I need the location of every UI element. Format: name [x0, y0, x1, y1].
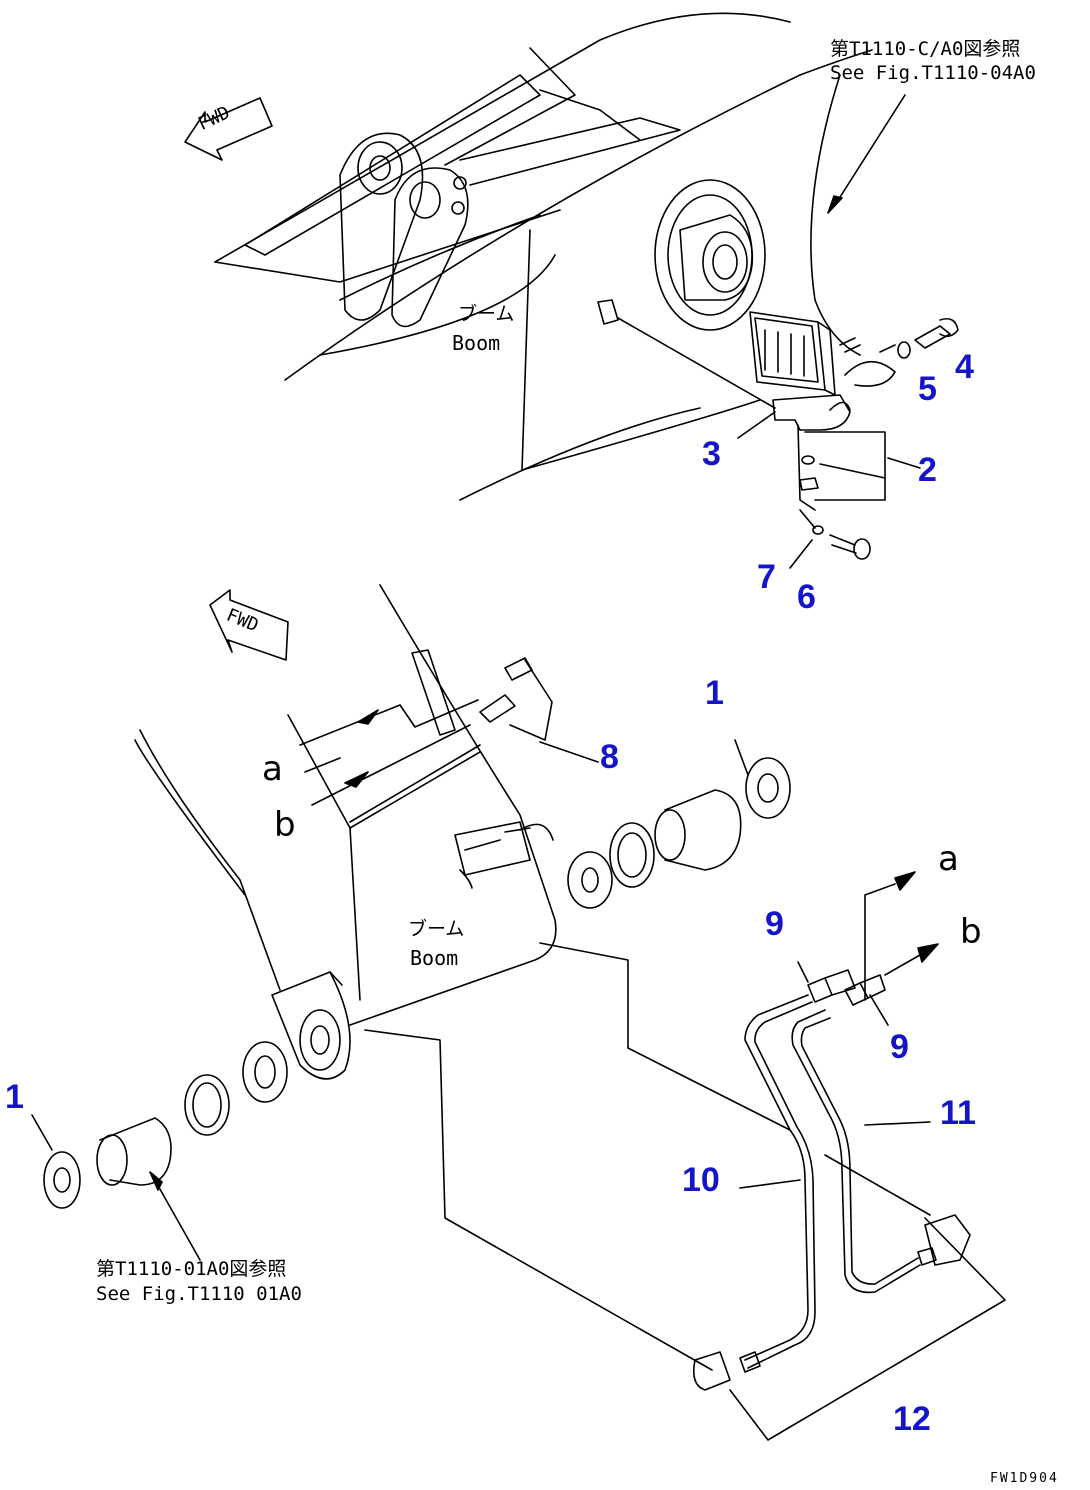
bushing-set-right: [567, 739, 791, 909]
callout-2: 2: [918, 451, 937, 489]
hydraulic-hoses: [692, 871, 971, 1391]
drawing-code: FW1D904: [990, 1471, 1059, 1486]
callout-3: 3: [702, 435, 721, 473]
callout-10: 10: [682, 1161, 720, 1199]
bottom-reference-jp: 第T1110-01A0図参照: [96, 1258, 287, 1280]
callout-4: 4: [955, 348, 974, 386]
callout-6: 6: [797, 578, 816, 616]
bottom-reference-en: See Fig.T1110 01A0: [96, 1283, 302, 1305]
callout-1-left: 1: [5, 1078, 24, 1116]
upper-boom-label-jp: ブーム: [458, 303, 515, 325]
bushing-set-left: [31, 1041, 288, 1261]
callout-12: 12: [893, 1400, 931, 1438]
callout-9-lower: 9: [890, 1028, 909, 1066]
work-lamp-assembly: [597, 299, 959, 569]
top-reference-en: See Fig.T1110-04A0: [830, 62, 1036, 84]
fwd-arrow-lower: [209, 589, 289, 661]
callout-8: 8: [600, 738, 619, 776]
letter-a-right: a: [938, 839, 959, 879]
callout-5: 5: [918, 370, 937, 408]
callout-11: 11: [940, 1094, 976, 1132]
letter-a-lower: a: [262, 749, 283, 789]
upper-boom: [214, 12, 906, 501]
fwd-arrow-upper: [184, 97, 273, 161]
callout-7: 7: [757, 558, 776, 596]
callout-9-upper: 9: [765, 905, 784, 943]
top-reference-jp: 第T1110-C/A0図参照: [830, 38, 1021, 60]
callout-1-right: 1: [705, 674, 724, 712]
lower-boom: [134, 584, 1006, 1441]
lower-boom-label-jp: ブーム: [408, 918, 465, 940]
upper-boom-label-en: Boom: [452, 331, 501, 355]
letter-b-right: b: [960, 912, 982, 952]
lower-boom-label-en: Boom: [410, 946, 459, 970]
letter-b-lower: b: [274, 805, 296, 845]
